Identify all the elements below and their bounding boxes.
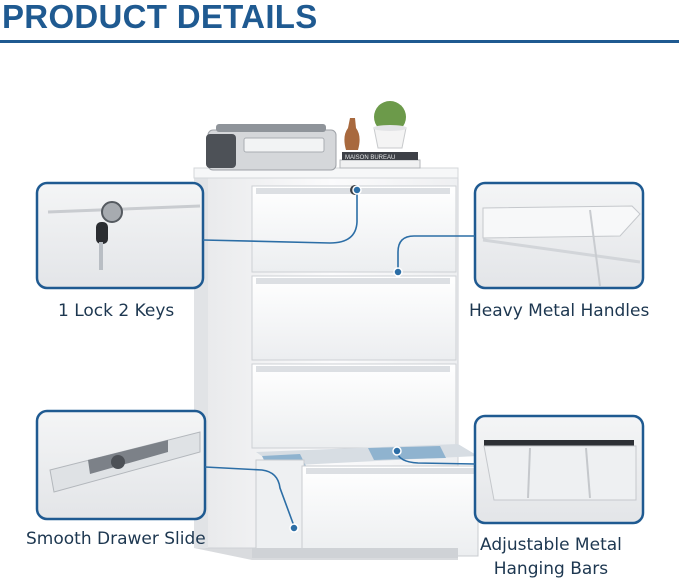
svg-text:MAISON BUREAU: MAISON BUREAU — [345, 155, 395, 161]
handles-detail-panel — [473, 181, 645, 290]
vase-icon — [344, 118, 360, 150]
feature-caption-bars-line2: Hanging Bars — [493, 559, 609, 579]
feature-caption-slide: Smooth Drawer Slide — [26, 529, 206, 549]
feature-caption-handles: Heavy Metal Handles — [469, 301, 650, 321]
feature-caption-bars-line1: Adjustable Metal — [480, 535, 622, 555]
printer — [206, 124, 337, 171]
feature-caption-bars: Adjustable Metal Hanging Bars — [480, 533, 622, 581]
page-title: PRODUCT DETAILS — [2, 0, 318, 35]
feature-caption-lock: 1 Lock 2 Keys — [58, 301, 175, 321]
slide-detail-panel — [35, 409, 207, 521]
cactus-icon — [373, 101, 407, 149]
title-divider — [0, 40, 679, 43]
key-icon — [99, 242, 103, 270]
drawer-3 — [251, 363, 457, 449]
drawer-2 — [251, 275, 457, 361]
file-cabinet — [193, 167, 479, 560]
bars-detail-panel — [473, 414, 645, 525]
drawer-1 — [251, 185, 457, 273]
books: MAISON BUREAU — [339, 152, 421, 169]
drawer-4-open — [255, 444, 479, 557]
callout-dots — [289, 185, 403, 533]
lock-detail-panel — [35, 181, 205, 290]
